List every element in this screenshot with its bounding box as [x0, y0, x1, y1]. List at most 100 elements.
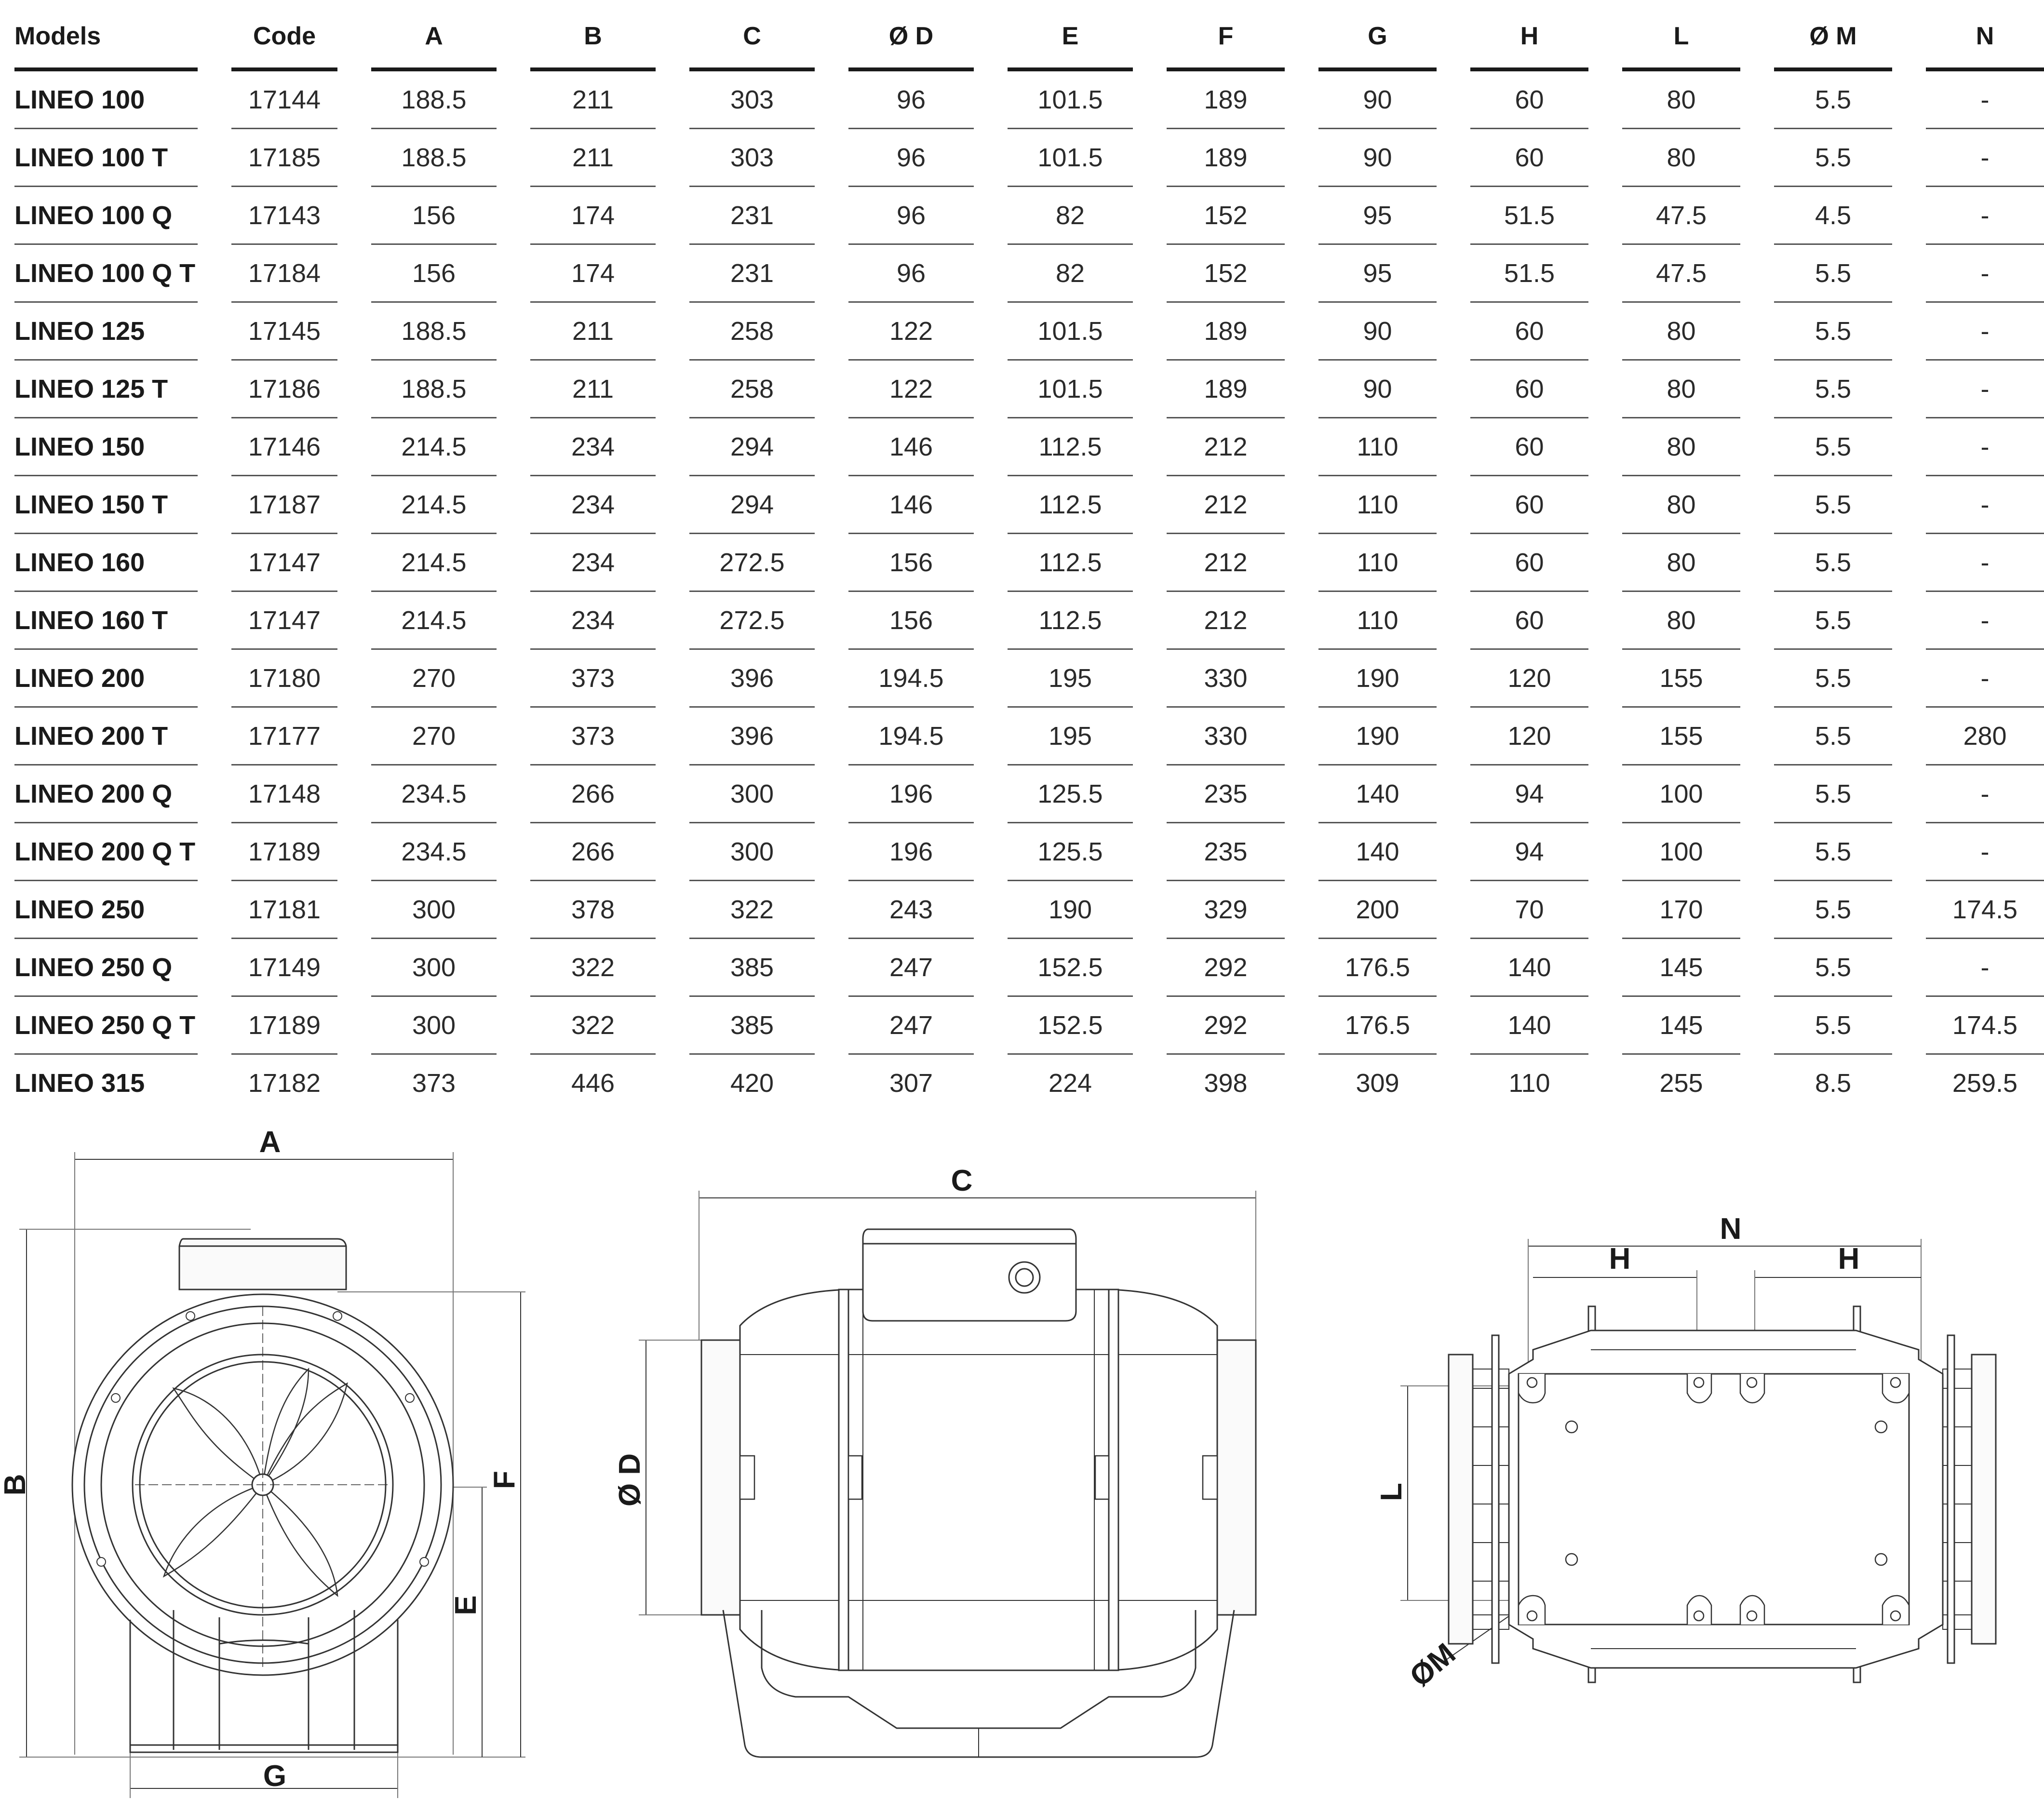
column-header: L: [1622, 5, 1740, 71]
column-gap: [1437, 303, 1470, 361]
column-gap: [1437, 476, 1470, 534]
column-gap: [974, 534, 1008, 592]
column-gap: [337, 245, 371, 303]
column-gap: [1892, 303, 1926, 361]
column-gap: [1285, 187, 1318, 245]
dimension-cell: 211: [530, 129, 656, 187]
dimension-cell: 112.5: [1008, 418, 1133, 476]
dimension-cell: 5.5: [1774, 129, 1892, 187]
dimension-cell: 189: [1167, 129, 1285, 187]
column-gap: [1740, 5, 1774, 71]
column-gap: [1285, 71, 1318, 129]
column-header: Code: [231, 5, 337, 71]
model-name-cell: LINEO 200 Q T: [14, 823, 198, 881]
dimension-cell: 189: [1167, 361, 1285, 418]
dimension-cell: 4.5: [1774, 187, 1892, 245]
column-gap: [1588, 5, 1622, 71]
column-gap: [1588, 650, 1622, 708]
column-gap: [1133, 476, 1167, 534]
dimension-cell: 60: [1470, 71, 1588, 129]
dimension-cell: 140: [1470, 939, 1588, 997]
column-gap: [1437, 129, 1470, 187]
column-gap: [337, 823, 371, 881]
column-gap: [337, 650, 371, 708]
dimension-cell: 174: [530, 187, 656, 245]
column-gap: [198, 708, 231, 765]
column-gap: [1437, 823, 1470, 881]
column-gap: [1285, 361, 1318, 418]
column-gap: [656, 823, 689, 881]
dimension-cell: 80: [1622, 361, 1740, 418]
column-gap: [974, 997, 1008, 1055]
dimension-cell: 17184: [231, 245, 337, 303]
column-gap: [337, 5, 371, 71]
column-gap: [497, 881, 530, 939]
dimension-cell: -: [1926, 129, 2044, 187]
dimension-cell: 82: [1008, 187, 1133, 245]
column-gap: [815, 881, 848, 939]
column-gap: [497, 534, 530, 592]
column-gap: [1588, 303, 1622, 361]
dimension-cell: 330: [1167, 650, 1285, 708]
column-gap: [815, 187, 848, 245]
column-gap: [974, 939, 1008, 997]
dimension-cell: 194.5: [848, 708, 974, 765]
column-gap: [497, 303, 530, 361]
dimension-cell: 5.5: [1774, 361, 1892, 418]
column-gap: [497, 129, 530, 187]
dimension-cell: 234: [530, 534, 656, 592]
column-gap: [974, 245, 1008, 303]
dimension-cell: 188.5: [371, 129, 497, 187]
column-gap: [198, 187, 231, 245]
dimension-cell: 189: [1167, 71, 1285, 129]
dimension-cell: 17180: [231, 650, 337, 708]
dimension-cell: 17145: [231, 303, 337, 361]
column-gap: [1588, 418, 1622, 476]
dim-label-e: E: [449, 1595, 483, 1615]
dimension-cell: 5.5: [1774, 708, 1892, 765]
dimension-cell: 292: [1167, 997, 1285, 1055]
model-name-cell: LINEO 250 Q: [14, 939, 198, 997]
dimension-cell: 196: [848, 765, 974, 823]
dimension-cell: 174.5: [1926, 997, 2044, 1055]
dimension-cell: -: [1926, 765, 2044, 823]
column-gap: [815, 418, 848, 476]
column-gap: [1740, 765, 1774, 823]
model-name-cell: LINEO 125: [14, 303, 198, 361]
model-name-cell: LINEO 100: [14, 71, 198, 129]
dimension-cell: 101.5: [1008, 71, 1133, 129]
column-gap: [497, 708, 530, 765]
dimension-cell: 17186: [231, 361, 337, 418]
dimension-cell: 101.5: [1008, 303, 1133, 361]
dimension-cell: 176.5: [1318, 997, 1437, 1055]
column-gap: [1740, 418, 1774, 476]
dimension-cell: 122: [848, 303, 974, 361]
dimension-cell: 122: [848, 361, 974, 418]
column-gap: [974, 418, 1008, 476]
column-header: Ø M: [1774, 5, 1892, 71]
column-gap: [337, 418, 371, 476]
dimension-cell: 70: [1470, 881, 1588, 939]
column-gap: [1133, 418, 1167, 476]
column-gap: [815, 765, 848, 823]
dimension-cell: 396: [689, 650, 815, 708]
model-name-cell: LINEO 250 Q T: [14, 997, 198, 1055]
dimension-cell: 51.5: [1470, 245, 1588, 303]
dimension-cell: 211: [530, 71, 656, 129]
column-gap: [974, 881, 1008, 939]
column-gap: [1740, 881, 1774, 939]
column-gap: [1892, 997, 1926, 1055]
dimension-cell: 112.5: [1008, 476, 1133, 534]
column-gap: [198, 361, 231, 418]
dimension-cell: 212: [1167, 592, 1285, 650]
dimension-cell: 5.5: [1774, 245, 1892, 303]
column-gap: [1133, 823, 1167, 881]
column-gap: [974, 650, 1008, 708]
column-gap: [974, 823, 1008, 881]
column-gap: [815, 303, 848, 361]
side-view-drawing: [639, 1191, 1257, 1758]
dimension-cell: 120: [1470, 650, 1588, 708]
